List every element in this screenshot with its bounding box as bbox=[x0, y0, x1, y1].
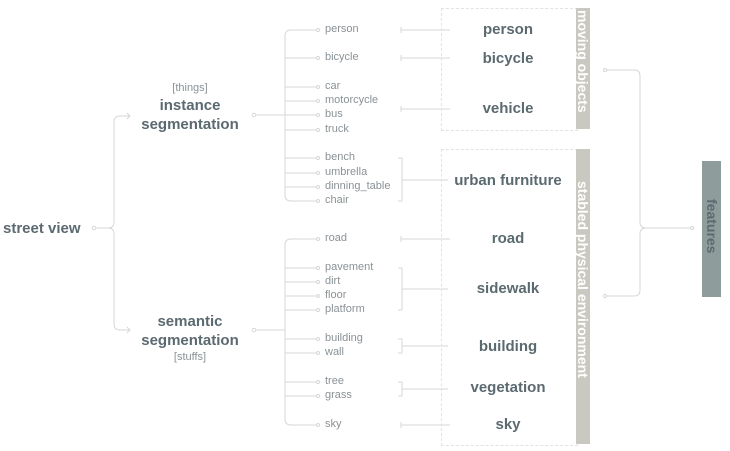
branch-title-segmentation: segmentation bbox=[141, 116, 239, 133]
class-label: bus bbox=[325, 108, 343, 120]
category-label: urban furniture bbox=[454, 172, 562, 189]
branch-tag-things: [things] bbox=[172, 82, 208, 94]
class-label: person bbox=[325, 23, 359, 35]
class-label: platform bbox=[325, 303, 365, 315]
class-label: truck bbox=[325, 123, 349, 135]
category-label: vehicle bbox=[482, 100, 534, 117]
class-label: wall bbox=[325, 346, 344, 358]
class-label: chair bbox=[325, 194, 349, 206]
root-node-street-view: street view bbox=[3, 220, 81, 237]
category-label: sky bbox=[495, 416, 521, 433]
class-label: pavement bbox=[325, 261, 374, 273]
branch-tag-stuffs: [stuffs] bbox=[173, 351, 207, 363]
class-label: dinning_table bbox=[325, 180, 391, 192]
class-label: umbrella bbox=[325, 166, 368, 178]
class-label: building bbox=[325, 332, 363, 344]
category-label: road bbox=[491, 230, 525, 247]
category-label: sidewalk bbox=[476, 280, 540, 297]
category-label: vegetation bbox=[470, 379, 546, 396]
class-label: tree bbox=[325, 375, 344, 387]
branch-title-segmentation: segmentation bbox=[141, 332, 239, 349]
features-label: features bbox=[704, 199, 720, 254]
group-bar-stabled-environment: stabled physical environment bbox=[575, 149, 591, 444]
category-label: bicycle bbox=[482, 50, 534, 67]
class-label: road bbox=[325, 232, 348, 244]
group-label: stabled physical environment bbox=[575, 181, 591, 378]
class-label: dirt bbox=[325, 275, 341, 287]
class-label: motorcycle bbox=[325, 94, 379, 106]
category-label: person bbox=[482, 21, 533, 38]
category-label: building bbox=[478, 338, 538, 355]
branch-title-semantic: semantic bbox=[157, 313, 223, 330]
class-label: floor bbox=[325, 289, 347, 301]
group-label: moving objects bbox=[575, 10, 591, 113]
features-bar: features bbox=[702, 161, 721, 297]
group-bar-moving-objects: moving objects bbox=[575, 8, 591, 129]
class-label: bicycle bbox=[325, 51, 359, 63]
branch-title-instance: instance bbox=[159, 97, 221, 114]
group-box-stabled-environment bbox=[441, 149, 578, 446]
class-label: sky bbox=[325, 418, 342, 430]
class-label: bench bbox=[325, 151, 355, 163]
class-label: grass bbox=[325, 389, 352, 401]
class-label: car bbox=[325, 80, 341, 92]
